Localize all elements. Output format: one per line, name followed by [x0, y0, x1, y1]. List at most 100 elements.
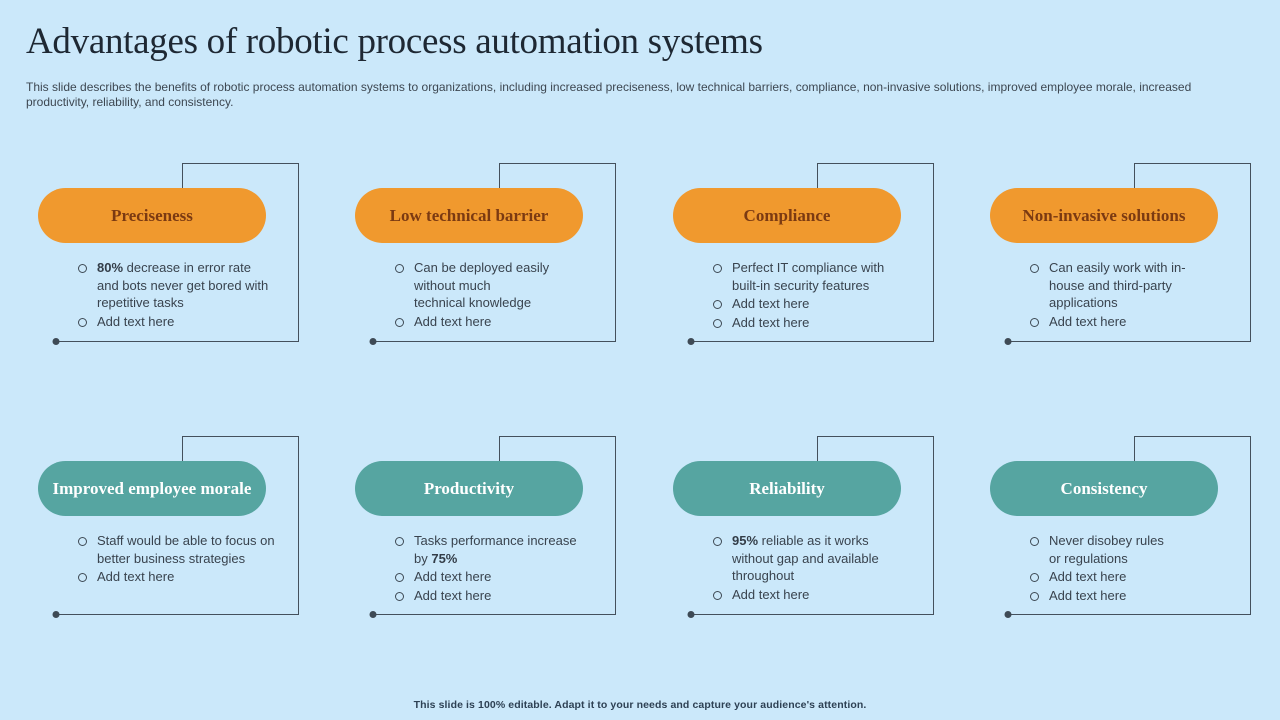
- bullet-circle-marker: [713, 537, 722, 546]
- card-title-pill: Non-invasive solutions: [990, 188, 1218, 243]
- bullet-text: Add text here: [1049, 313, 1127, 329]
- card-title: Consistency: [1060, 478, 1148, 498]
- connector-outline: [1004, 163, 1251, 345]
- card-title-pill: Compliance: [673, 188, 901, 243]
- bullet-item: Never disobey rules or regulations: [1030, 532, 1246, 567]
- endpoint-dot-icon: [52, 611, 60, 618]
- advantage-card: Low technical barrier Can be deployed ea…: [355, 163, 621, 353]
- bullet-list: Can easily work with in- house and third…: [1030, 259, 1246, 331]
- bullet-text: Can be deployed easily without much tech…: [414, 260, 550, 310]
- connector-outline: [369, 163, 616, 345]
- bullet-text: Add text here: [1049, 587, 1127, 603]
- card-title: Preciseness: [111, 205, 193, 225]
- endpoint-dot-icon: [369, 611, 377, 618]
- advantage-card: Productivity Tasks performance increase …: [355, 436, 621, 626]
- bullet-text: Add text here: [414, 569, 492, 584]
- bullet-circle-marker: [78, 264, 87, 273]
- slide-title: Advantages of robotic process automation…: [26, 21, 763, 62]
- bullet-item[interactable]: Add text here: [713, 314, 929, 332]
- card-title-pill: Low technical barrier: [355, 188, 583, 243]
- connector-outline: [369, 436, 616, 618]
- bullet-item: Perfect IT compliance with built-in secu…: [713, 259, 929, 294]
- card-title: Compliance: [743, 205, 831, 225]
- bullet-item[interactable]: Add text here: [395, 587, 611, 605]
- bullet-text: Add text here: [732, 296, 810, 311]
- bullet-text: Add text here: [732, 314, 810, 330]
- bullet-item: Can be deployed easily without much tech…: [395, 259, 611, 312]
- bullet-item: 80% decrease in error rate and bots neve…: [78, 259, 294, 312]
- connector-outline: [687, 436, 934, 618]
- bullet-item[interactable]: Add text here: [1030, 587, 1246, 605]
- bullet-circle-marker: [78, 537, 87, 546]
- bullet-item[interactable]: Add text here: [395, 568, 611, 586]
- bullet-circle-marker: [395, 264, 404, 273]
- bullet-text: Add text here: [1049, 569, 1127, 584]
- card-title: Reliability: [749, 478, 825, 498]
- bullet-item[interactable]: Add text here: [1030, 313, 1246, 331]
- bullet-circle-marker: [395, 317, 404, 327]
- bullet-circle-marker: [395, 573, 404, 582]
- bullet-text: Add text here: [732, 586, 810, 602]
- bullet-text: Add text here: [414, 313, 492, 329]
- bullet-list: Can be deployed easily without much tech…: [395, 259, 611, 331]
- bullet-item[interactable]: Add text here: [395, 313, 611, 331]
- bullet-circle-marker: [713, 300, 722, 309]
- bullet-circle-marker: [1030, 537, 1039, 546]
- bullet-circle-marker: [713, 264, 722, 273]
- card-title-pill: Reliability: [673, 461, 901, 516]
- bullet-text: Never disobey rules or regulations: [1049, 533, 1164, 566]
- bullet-item: 95% reliable as it works without gap and…: [713, 532, 929, 585]
- card-title: Non-invasive solutions: [1022, 205, 1186, 225]
- bullet-text: 80% decrease in error rate and bots neve…: [97, 260, 269, 310]
- endpoint-dot-icon: [687, 611, 695, 618]
- endpoint-dot-icon: [52, 338, 60, 345]
- bullet-text: Can easily work with in- house and third…: [1049, 260, 1186, 310]
- connector-outline: [52, 163, 299, 345]
- advantage-card: Preciseness 80% decrease in error rate a…: [38, 163, 304, 353]
- bullet-text: Staff would be able to focus on better b…: [97, 533, 275, 566]
- bullet-item: Staff would be able to focus on better b…: [78, 532, 294, 567]
- bullet-item: Tasks performance increase by 75%: [395, 532, 611, 567]
- bullet-item[interactable]: Add text here: [713, 586, 929, 604]
- bullet-list: 95% reliable as it works without gap and…: [713, 532, 929, 604]
- card-title-pill: Improved employee morale: [38, 461, 266, 516]
- advantage-card: Improved employee morale Staff would be …: [38, 436, 304, 626]
- bullet-circle-marker: [713, 318, 722, 328]
- endpoint-dot-icon: [687, 338, 695, 345]
- bullet-list: Staff would be able to focus on better b…: [78, 532, 294, 587]
- advantage-card: Compliance Perfect IT compliance with bu…: [673, 163, 939, 353]
- connector-outline: [1004, 436, 1251, 618]
- bullet-text: Add text here: [97, 313, 175, 329]
- bullet-text: 95% reliable as it works without gap and…: [732, 533, 879, 583]
- bullet-text: Add text here: [97, 569, 175, 584]
- bullet-text: Tasks performance increase by 75%: [414, 533, 577, 566]
- bullet-item[interactable]: Add text here: [78, 313, 294, 331]
- bullet-circle-marker: [395, 537, 404, 546]
- bullet-item[interactable]: Add text here: [713, 295, 929, 313]
- bullet-circle-marker: [1030, 573, 1039, 582]
- bullet-item[interactable]: Add text here: [78, 568, 294, 586]
- advantage-card: Reliability 95% reliable as it works wit…: [673, 436, 939, 626]
- bullet-circle-marker: [395, 591, 404, 601]
- card-title-pill: Productivity: [355, 461, 583, 516]
- bullet-circle-marker: [1030, 264, 1039, 273]
- bullet-item[interactable]: Add text here: [1030, 568, 1246, 586]
- bullet-circle-marker: [78, 317, 87, 327]
- bullet-circle-marker: [1030, 317, 1039, 327]
- connector-outline: [687, 163, 934, 345]
- bullet-circle-marker: [713, 590, 722, 600]
- bullet-list: 80% decrease in error rate and bots neve…: [78, 259, 294, 331]
- advantage-card: Consistency Never disobey rules or regul…: [990, 436, 1256, 626]
- endpoint-dot-icon: [369, 338, 377, 345]
- bullet-list: Tasks performance increase by 75% Add tex…: [395, 532, 611, 605]
- slide-description: This slide describes the benefits of rob…: [26, 80, 1192, 109]
- card-title-pill: Preciseness: [38, 188, 266, 243]
- connector-outline: [52, 436, 299, 618]
- bullet-circle-marker: [78, 573, 87, 582]
- card-title-pill: Consistency: [990, 461, 1218, 516]
- endpoint-dot-icon: [1004, 338, 1012, 345]
- endpoint-dot-icon: [1004, 611, 1012, 618]
- bullet-list: Perfect IT compliance with built-in secu…: [713, 259, 929, 332]
